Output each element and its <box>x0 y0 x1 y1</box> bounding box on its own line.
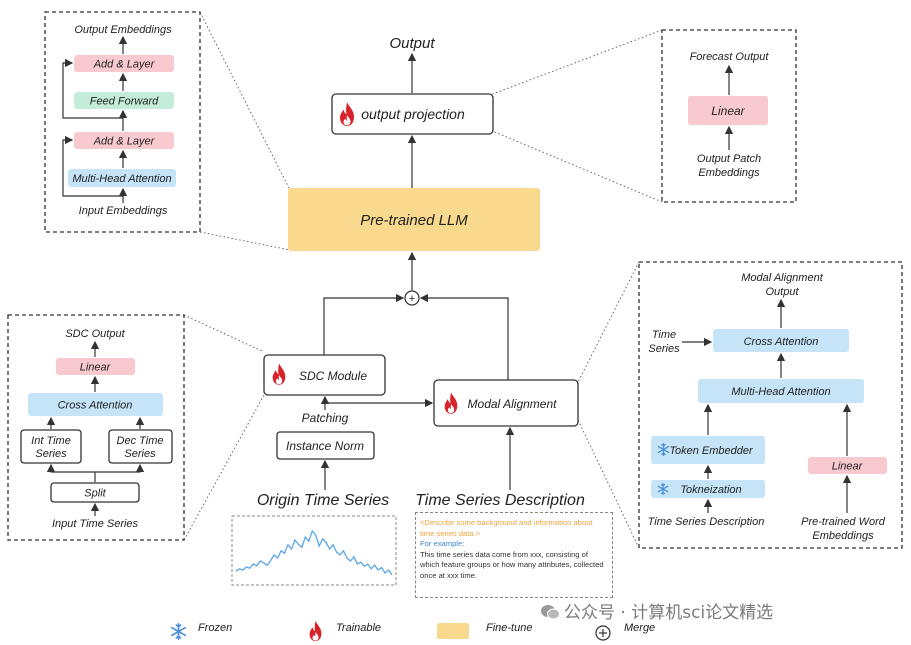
input-time-series-label: Input Time Series <box>52 518 139 530</box>
tokenization-label: Tokneization <box>680 484 741 496</box>
output-embeddings-label: Output Embeddings <box>74 24 172 36</box>
origin-series-line <box>235 529 393 576</box>
feed-forward-box <box>74 92 174 109</box>
origin-series-plot-frame <box>231 515 397 586</box>
dec-time-series-line1: Dec Time <box>117 435 164 447</box>
legend <box>171 620 611 642</box>
sdc-output-label: SDC Output <box>65 328 125 340</box>
forecast-linear-label: Linear <box>711 104 745 118</box>
legend-merge-label: Merge <box>624 622 656 634</box>
output-projection-box <box>331 93 494 135</box>
legend-trainable-label: Trainable <box>336 622 382 634</box>
time-series-input-line2: Series <box>648 343 680 355</box>
sdc-cross-attention-box <box>28 393 163 416</box>
sdc-linear-box <box>56 358 135 375</box>
time-series-description-box: <Describe some background and informatio… <box>415 512 613 598</box>
modal-linear-label: Linear <box>832 461 864 473</box>
split-label: Split <box>84 488 106 500</box>
description-body: This time series data come from xxx, con… <box>420 549 604 580</box>
description-hint: <Describe some background and informatio… <box>420 518 593 538</box>
output-patch-label-line2: Embeddings <box>698 167 760 179</box>
pretrained-llm-box <box>288 188 540 251</box>
modal-cross-attention-label: Cross Attention <box>744 336 819 348</box>
dec-time-series-box <box>108 429 173 464</box>
modal-alignment-detail: Modal Alignment Output Time Series Cross… <box>638 261 903 549</box>
forecast-block-detail: Forecast Output Linear Output Patch Embe… <box>661 29 797 203</box>
instance-norm-label: Instance Norm <box>286 439 364 453</box>
output-label: Output <box>389 35 435 52</box>
sdc-module-box <box>263 354 386 396</box>
modal-output-label-line1: Modal Alignment <box>741 272 823 284</box>
token-embedder-label: Token Embedder <box>669 445 754 457</box>
merge-node <box>404 290 420 306</box>
wechat-icon <box>540 604 560 620</box>
finetune-swatch <box>437 623 469 639</box>
modal-linear-box <box>808 457 887 474</box>
flame-icon <box>309 620 322 642</box>
sdc-module-label: SDC Module <box>299 369 367 383</box>
dec-time-series-line2: Series <box>124 448 156 460</box>
forecast-linear-box <box>688 96 768 125</box>
middle-flow: SDC Module Modal Alignment Patching Inst… <box>231 293 585 586</box>
tsd-input-label: Time Series Description <box>648 516 765 528</box>
int-time-series-line1: Int Time <box>31 435 71 447</box>
pwe-label-line1: Pre-trained Word <box>801 516 886 528</box>
split-box <box>50 482 140 503</box>
input-embeddings-label: Input Embeddings <box>79 205 168 217</box>
add-layer-top-box <box>74 55 174 72</box>
multi-head-attention-box <box>68 169 176 187</box>
output-patch-label-line1: Output Patch <box>697 153 761 165</box>
snowflake-icon <box>171 623 186 640</box>
sdc-cross-attention-label: Cross Attention <box>58 400 133 412</box>
multi-head-attention-label: Multi-Head Attention <box>72 173 171 185</box>
modal-alignment-box <box>433 379 579 427</box>
sdc-linear-label: Linear <box>80 362 112 374</box>
description-example-label: For example: <box>420 539 465 549</box>
instance-norm-box <box>276 431 375 460</box>
pretrained-llm-label: Pre-trained LLM <box>360 212 468 229</box>
legend-frozen-label: Frozen <box>198 622 233 634</box>
modal-multi-head-attention-box <box>698 379 864 403</box>
merge-symbol: + <box>409 293 415 305</box>
tokenization-box <box>651 480 765 498</box>
int-time-series-line2: Series <box>35 448 67 460</box>
modal-output-label-line2: Output <box>765 286 799 298</box>
token-embedder-box <box>651 436 765 464</box>
modal-alignment-label: Modal Alignment <box>468 397 558 411</box>
zoom-connectors <box>183 11 663 549</box>
sdc-module-detail: SDC Output Linear Cross Attention Int Ti… <box>7 314 185 541</box>
watermark: 公众号 · 计算机sci论文精选 <box>540 598 773 623</box>
patching-label: Patching <box>302 411 349 425</box>
feed-forward-label: Feed Forward <box>90 96 159 108</box>
watermark-text: 公众号 · 计算机sci论文精选 <box>564 603 774 623</box>
add-layer-bottom-label: Add & Layer <box>93 136 156 148</box>
time-series-description-label: Time Series Description <box>415 492 585 509</box>
pwe-label-line2: Embeddings <box>812 530 874 542</box>
llm-stack: Output output projection Pre-trained LLM… <box>288 35 540 306</box>
legend-finetune-label: Fine-tune <box>486 622 533 634</box>
output-projection-label: output projection <box>361 106 465 122</box>
time-series-input-line1: Time <box>652 329 676 341</box>
origin-time-series-label: Origin Time Series <box>257 492 389 509</box>
modal-cross-attention-box <box>713 329 849 352</box>
add-layer-bottom-box <box>74 132 174 149</box>
transformer-block-detail: Output Embeddings Add & Layer Feed Forwa… <box>44 11 201 233</box>
modal-multi-head-attention-label: Multi-Head Attention <box>731 386 830 398</box>
add-layer-top-label: Add & Layer <box>93 59 156 71</box>
int-time-series-box <box>20 429 82 464</box>
forecast-output-label: Forecast Output <box>690 51 770 63</box>
